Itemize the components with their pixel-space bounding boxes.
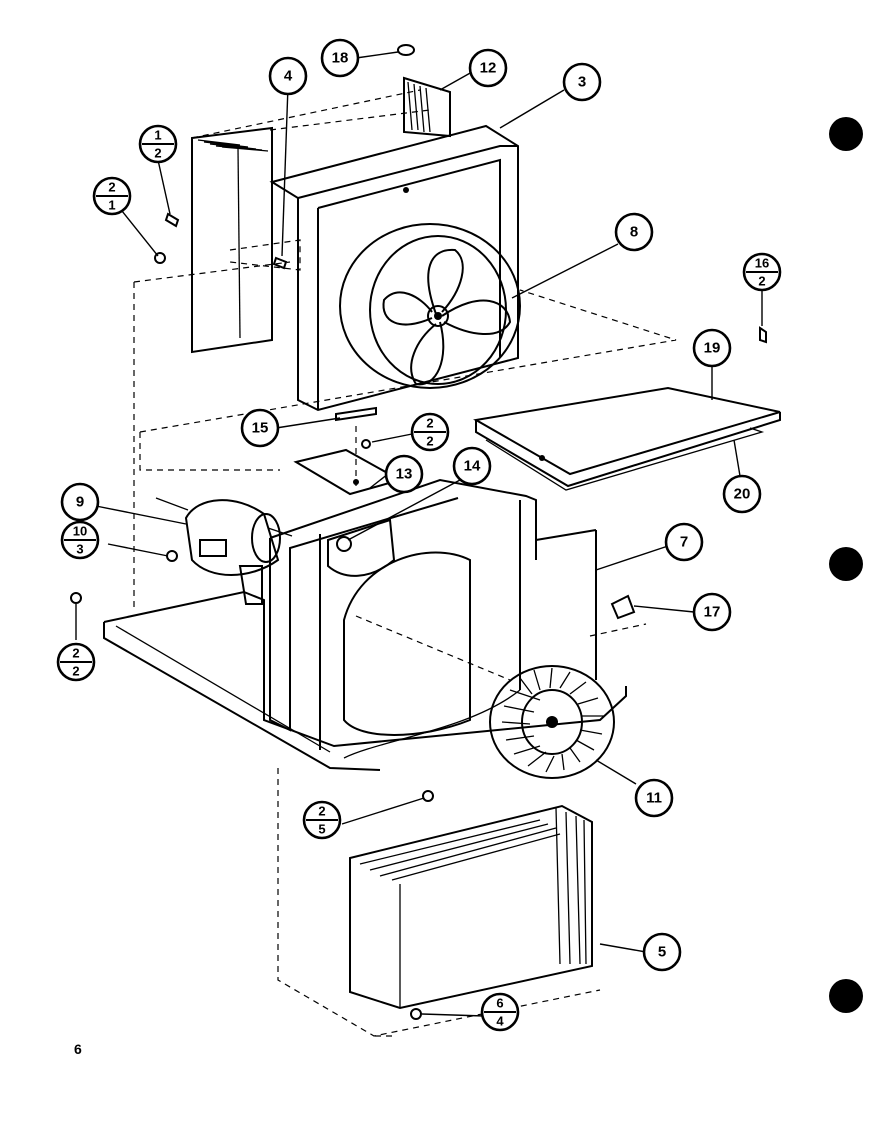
svg-text:4: 4 <box>284 68 293 85</box>
callout-3: 3 <box>562 62 602 102</box>
callout-7: 7 <box>664 522 704 562</box>
svg-text:16: 16 <box>755 256 769 271</box>
svg-text:14: 14 <box>464 458 481 475</box>
callout-11: 11 <box>634 778 674 818</box>
callout-17: 17 <box>692 592 732 632</box>
bracket <box>293 406 403 496</box>
svg-text:9: 9 <box>76 494 84 511</box>
svg-text:4: 4 <box>496 1014 504 1029</box>
svg-text:6: 6 <box>496 996 503 1011</box>
evaporator-coil <box>277 768 601 1037</box>
callout-20: 20 <box>722 474 762 514</box>
svg-text:20: 20 <box>734 486 751 503</box>
svg-text:17: 17 <box>704 604 721 621</box>
svg-text:5: 5 <box>318 822 325 837</box>
svg-text:2: 2 <box>72 646 79 661</box>
svg-text:15: 15 <box>252 420 269 437</box>
svg-text:3: 3 <box>578 74 586 91</box>
svg-text:2: 2 <box>108 180 115 195</box>
callout-5: 5 <box>642 932 682 972</box>
blower-wheel <box>489 665 615 779</box>
callout-14: 14 <box>452 446 492 486</box>
svg-text:2: 2 <box>426 416 433 431</box>
callout-8: 8 <box>614 212 654 252</box>
svg-text:1: 1 <box>108 198 115 213</box>
svg-text:10: 10 <box>73 524 87 539</box>
fraction-callout-2-5: 2 5 <box>302 800 342 840</box>
callout-4: 4 <box>268 56 308 96</box>
binder-hole-middle <box>829 547 863 581</box>
svg-text:2: 2 <box>72 664 79 679</box>
svg-text:1: 1 <box>154 128 161 143</box>
svg-text:12: 12 <box>480 60 497 77</box>
svg-text:18: 18 <box>332 50 349 67</box>
callout-15: 15 <box>240 408 280 448</box>
callout-19: 19 <box>692 328 732 368</box>
svg-text:2: 2 <box>426 434 433 449</box>
hardware <box>70 44 767 1020</box>
svg-text:2: 2 <box>318 804 325 819</box>
callout-13: 13 <box>384 454 424 494</box>
page-number: 6 <box>74 1041 82 1057</box>
leader-lines <box>75 51 763 1017</box>
fraction-callout-2-1: 2 1 <box>92 176 132 216</box>
svg-text:3: 3 <box>76 542 83 557</box>
svg-text:2: 2 <box>154 146 161 161</box>
fan-shroud <box>269 124 521 412</box>
svg-text:8: 8 <box>630 224 638 241</box>
svg-text:5: 5 <box>658 944 666 961</box>
svg-text:2: 2 <box>758 274 765 289</box>
callout-9: 9 <box>60 482 100 522</box>
fraction-callout-16-2: 16 2 <box>742 252 782 292</box>
fraction-callout-6-4: 6 4 <box>480 992 520 1032</box>
svg-text:11: 11 <box>646 790 662 807</box>
binder-hole-top <box>829 117 863 151</box>
condenser-coil-left <box>191 89 431 354</box>
top-cover <box>473 386 781 491</box>
callout-12: 12 <box>468 48 508 88</box>
fan-blade <box>382 248 512 386</box>
coil-12 <box>403 76 451 138</box>
fraction-callout-2-2-bracket: 2 2 <box>410 412 450 452</box>
binder-hole-bottom <box>829 979 863 1013</box>
fraction-callout-2-2-base: 2 2 <box>56 642 96 682</box>
svg-text:7: 7 <box>680 534 688 551</box>
motor <box>155 497 293 605</box>
fraction-callout-10-3: 10 3 <box>60 520 100 560</box>
svg-text:13: 13 <box>396 466 413 483</box>
callout-18: 18 <box>320 38 360 78</box>
svg-text:19: 19 <box>704 340 721 357</box>
fraction-callout-1-2: 1 2 <box>138 124 178 164</box>
base-pan <box>103 478 647 771</box>
